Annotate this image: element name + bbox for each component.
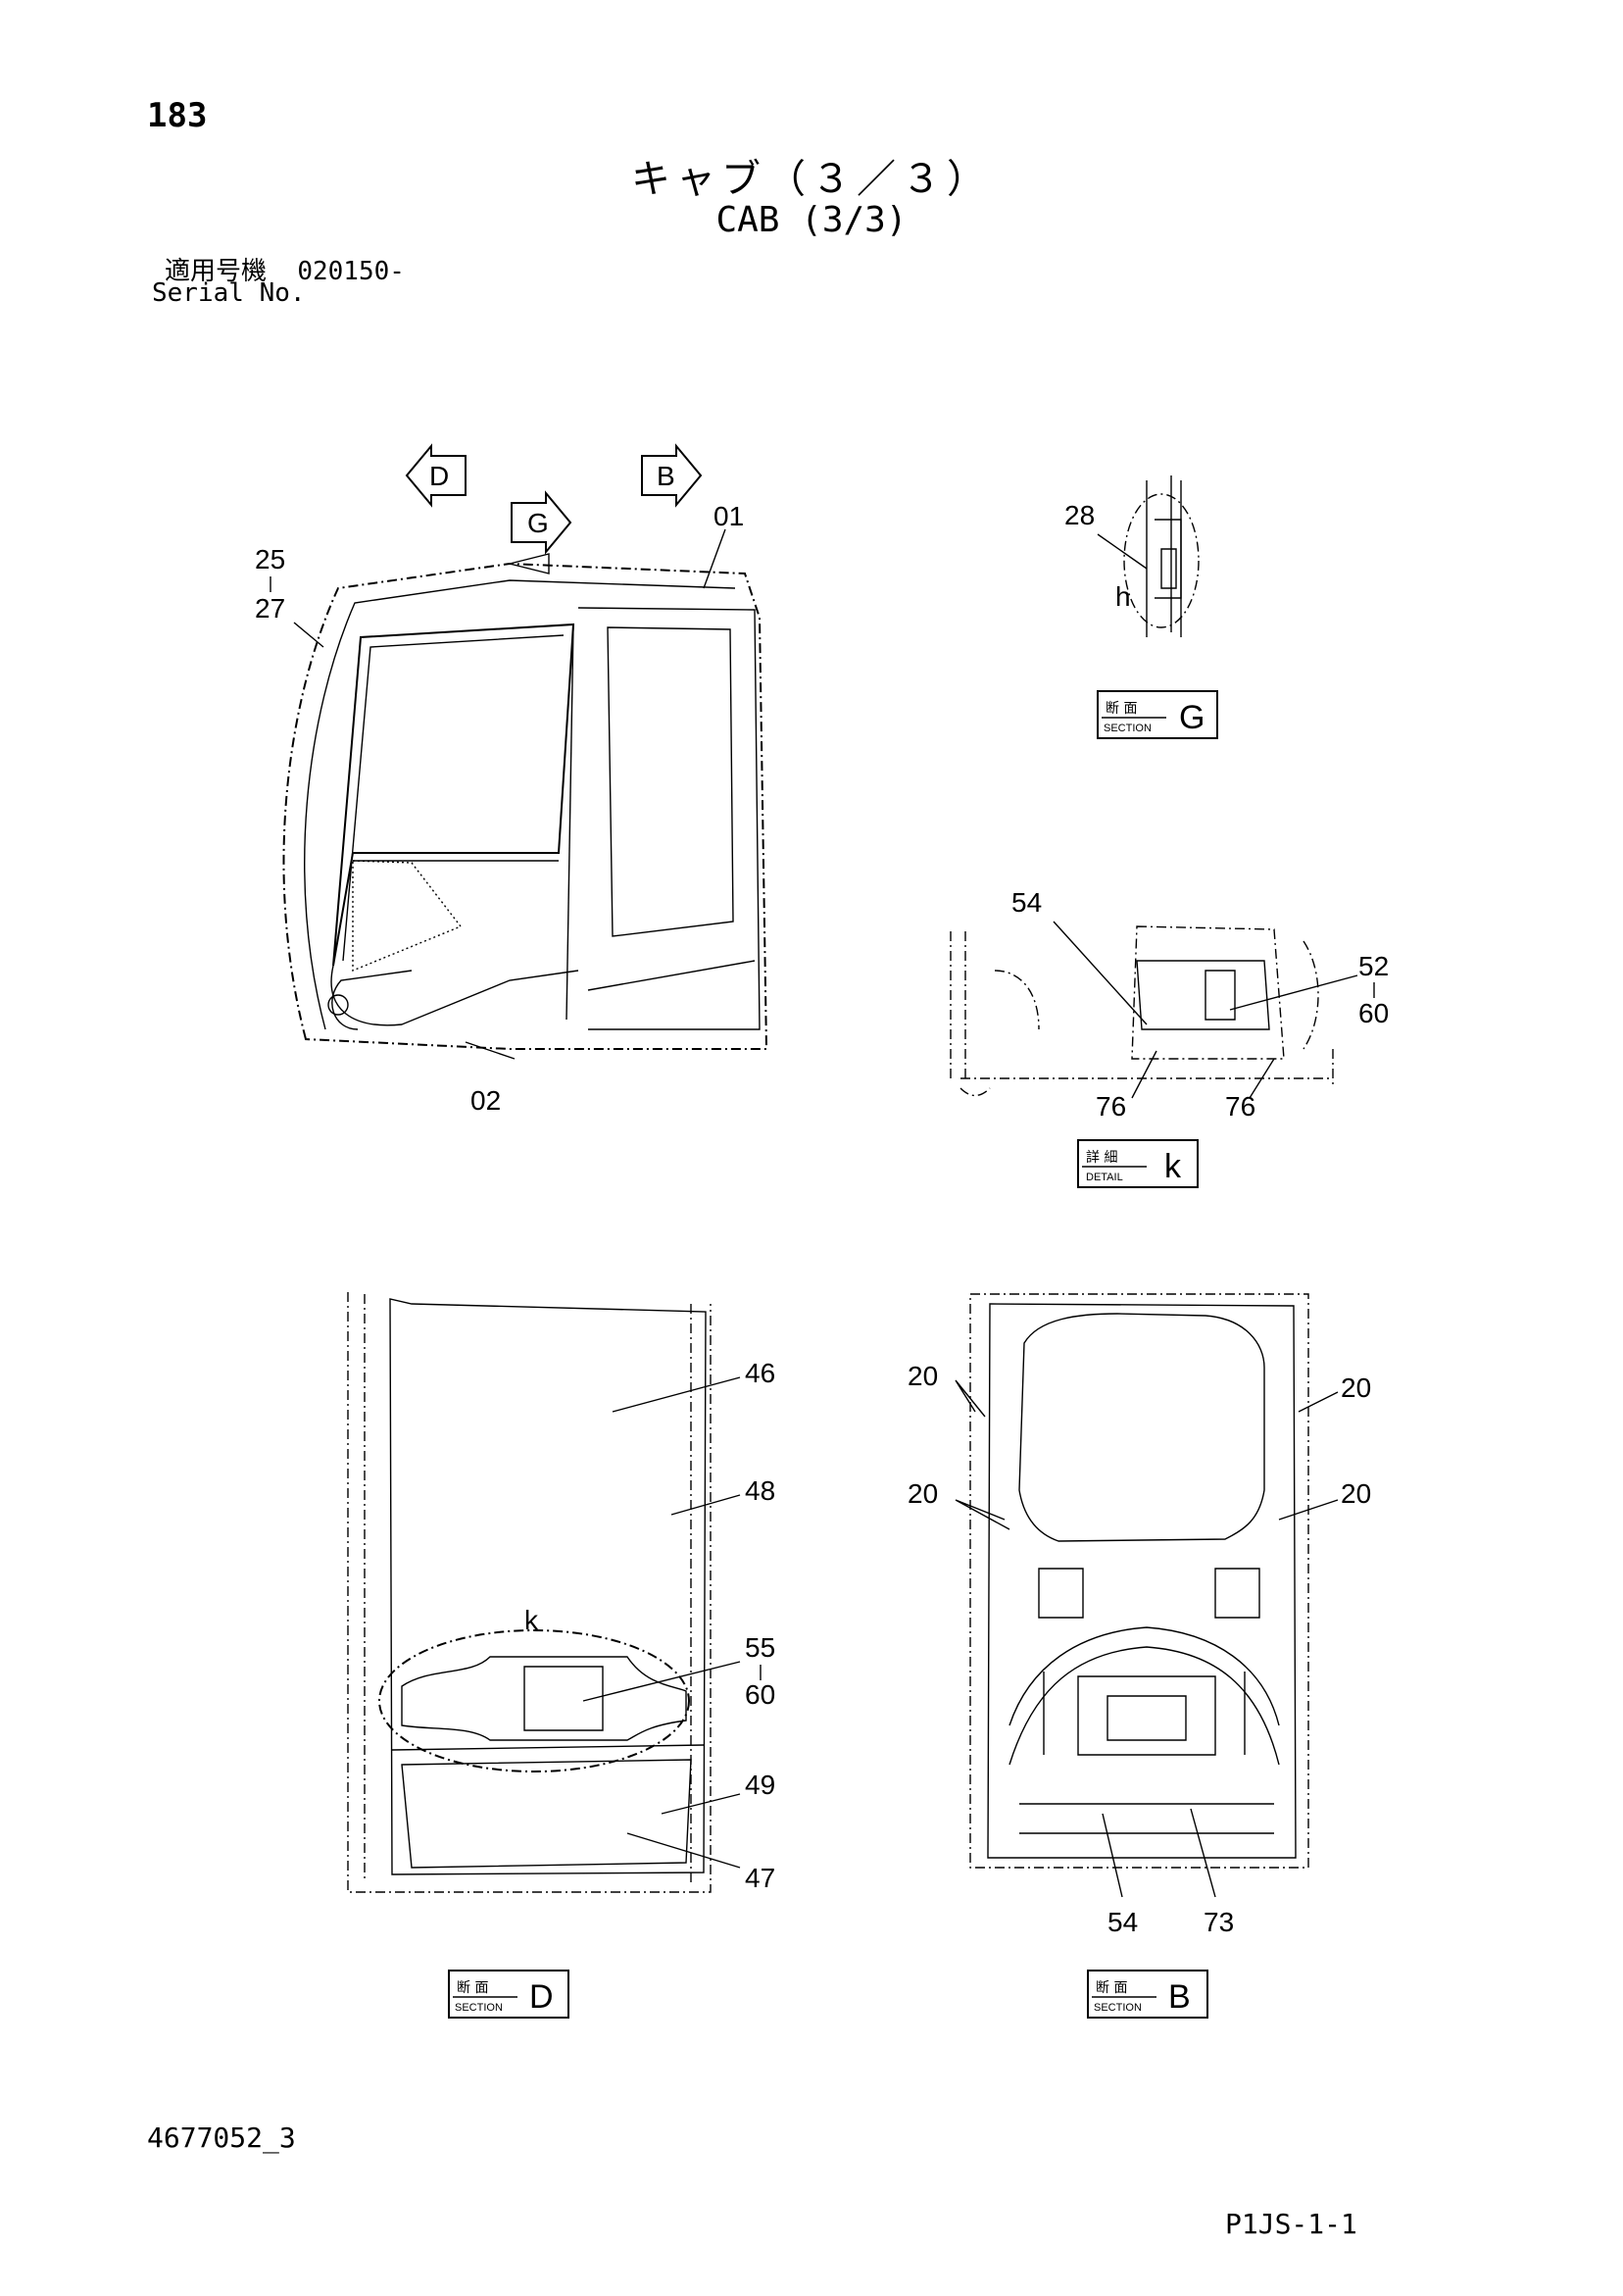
callout-49: 49 <box>745 1770 775 1800</box>
callout-h: h <box>1115 581 1131 612</box>
section-d-view <box>347 1292 712 1893</box>
serial-value: 020150- <box>297 257 405 286</box>
section-g-box-letter: G <box>1179 699 1205 736</box>
detail-k-view <box>950 925 1334 1097</box>
callout-01: 01 <box>713 501 744 531</box>
cab-door-view <box>282 553 768 1050</box>
serial-label-en: Serial No. <box>152 278 306 308</box>
callout-55: 55 <box>745 1632 775 1663</box>
serial-label-jp: 適用号機 <box>165 257 268 286</box>
callout-20-top-left: 20 <box>908 1361 938 1391</box>
callout-60-detail: 60 <box>1358 998 1389 1028</box>
view-arrow-d: D <box>405 443 467 508</box>
leader-lines <box>293 528 1358 1898</box>
callout-20-mid-right: 20 <box>1341 1478 1371 1509</box>
section-b-box-jp: 断 面 <box>1096 1980 1127 1996</box>
section-g-view <box>1123 475 1200 637</box>
callout-20-mid-left: 20 <box>908 1478 938 1509</box>
callout-52: 52 <box>1358 951 1389 981</box>
detail-k-box-jp: 詳 細 <box>1086 1150 1117 1166</box>
callout-25: 25 <box>255 544 285 574</box>
callout-73: 73 <box>1204 1907 1234 1937</box>
page-title-en: CAB (3/3) <box>715 200 908 240</box>
detail-k-box-en: DETAIL <box>1086 1172 1123 1183</box>
callout-47: 47 <box>745 1863 775 1893</box>
document-number: 4677052_3 <box>147 2121 296 2154</box>
section-g-box-en: SECTION <box>1104 723 1152 734</box>
section-g-box-jp: 断 面 <box>1106 701 1137 717</box>
callout-60-section-d: 60 <box>745 1679 775 1710</box>
section-d-box-jp: 断 面 <box>457 1980 488 1996</box>
callout-02: 02 <box>470 1085 501 1116</box>
serial-line-jp: 適用号機 020150- <box>165 251 405 287</box>
view-arrow-g-label: G <box>527 508 549 538</box>
detail-k-box-letter: k <box>1164 1148 1182 1185</box>
section-b-view <box>969 1293 1309 1869</box>
callout-76-left: 76 <box>1096 1091 1126 1122</box>
section-b-box-en: SECTION <box>1094 2002 1142 2014</box>
callout-27: 27 <box>255 593 285 624</box>
view-arrow-b: B <box>641 443 703 508</box>
callout-54-detail: 54 <box>1011 887 1042 918</box>
section-d-box: 断 面 SECTION D <box>448 1970 569 2019</box>
view-arrow-b-label: B <box>657 461 675 491</box>
section-b-box-letter: B <box>1168 1978 1191 2016</box>
section-g-box: 断 面 SECTION G <box>1097 690 1218 739</box>
view-arrow-g: G <box>511 490 572 555</box>
section-b-box: 断 面 SECTION B <box>1087 1970 1208 2019</box>
callout-48: 48 <box>745 1475 775 1506</box>
section-d-box-letter: D <box>529 1978 554 2016</box>
page-number: 183 <box>147 96 208 135</box>
callout-28: 28 <box>1064 500 1095 530</box>
page-reference: P1JS-1-1 <box>1225 2208 1357 2240</box>
callout-k: k <box>524 1605 539 1635</box>
section-d-box-en: SECTION <box>455 2002 503 2014</box>
callout-46: 46 <box>745 1358 775 1388</box>
callout-76-right: 76 <box>1225 1091 1255 1122</box>
callout-54-section-b: 54 <box>1107 1907 1138 1937</box>
callout-20-top-right: 20 <box>1341 1373 1371 1403</box>
detail-k-box: 詳 細 DETAIL k <box>1077 1139 1199 1188</box>
view-arrow-d-label: D <box>429 461 449 491</box>
page-title-jp: キャブ（３／３） <box>631 157 992 202</box>
